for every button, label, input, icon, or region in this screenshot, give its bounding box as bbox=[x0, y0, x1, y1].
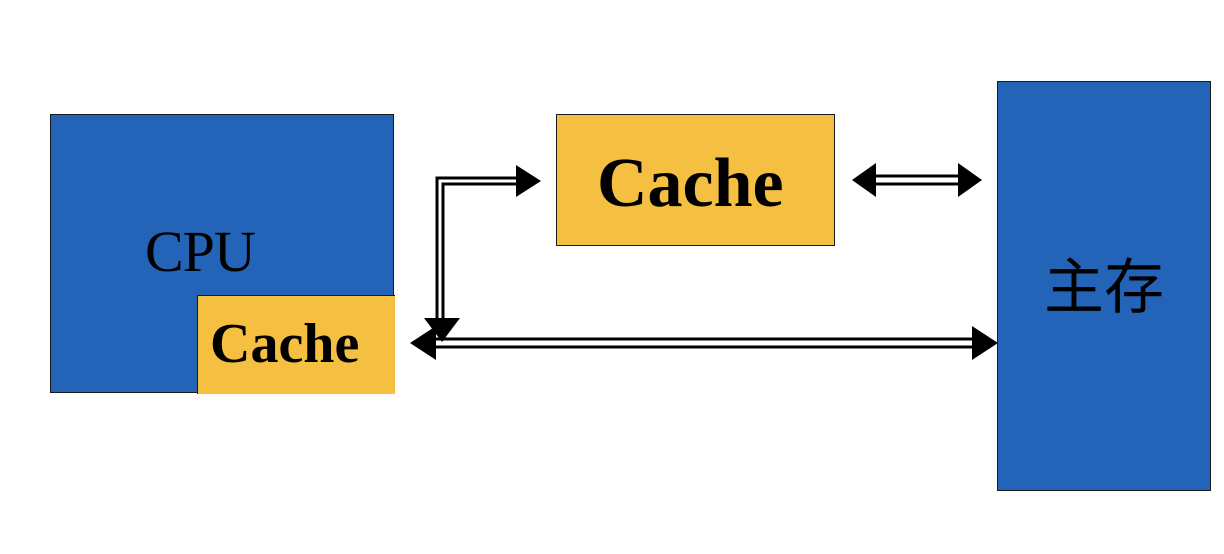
l1-cache-block: Cache bbox=[197, 295, 395, 394]
main-memory-label: 主存 bbox=[1044, 253, 1164, 323]
arrowhead-right-to-memory-lower bbox=[972, 326, 998, 360]
l2-cache-label: Cache bbox=[597, 145, 784, 222]
l1-to-memory-connector bbox=[430, 337, 978, 349]
l2-cache-block: Cache bbox=[556, 114, 835, 246]
arrowhead-left-to-l1 bbox=[410, 326, 436, 360]
arrowhead-right-to-memory bbox=[958, 163, 982, 197]
l1-to-l2-connector bbox=[435, 176, 520, 322]
cpu-block: CPU Cache bbox=[50, 114, 395, 394]
l1-cache-label: Cache bbox=[210, 313, 360, 375]
cpu-label: CPU bbox=[145, 219, 256, 284]
main-memory-block: 主存 bbox=[997, 81, 1211, 491]
arrowhead-right-to-l2 bbox=[516, 165, 541, 197]
l2-to-memory-connector bbox=[872, 174, 962, 186]
arrowhead-left-to-l2 bbox=[852, 163, 876, 197]
arrowhead-down-to-l1 bbox=[424, 318, 460, 342]
